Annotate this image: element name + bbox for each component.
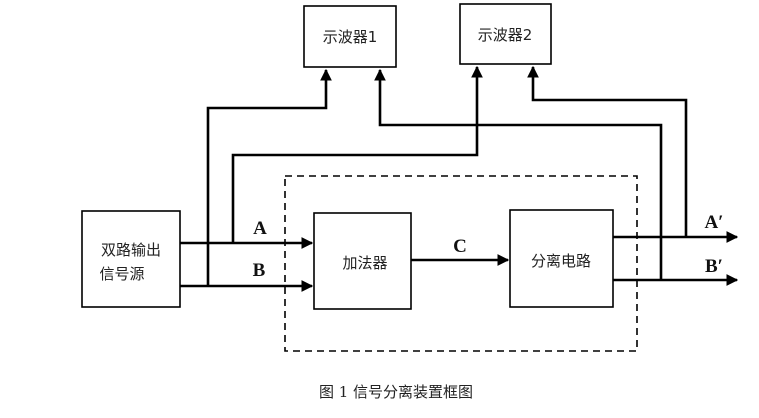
a-to-scope2-wire bbox=[231, 65, 483, 243]
oscilloscope-2-label: 示波器2 bbox=[478, 26, 533, 44]
oscilloscope-2-block bbox=[459, 3, 552, 65]
oscilloscope-1-label: 示波器1 bbox=[323, 28, 378, 46]
separator-label: 分离电路 bbox=[531, 252, 591, 270]
a-prime-to-scope2-wire bbox=[527, 65, 688, 237]
signal-a-prime-label: A′ bbox=[704, 212, 723, 233]
signal-source-label-line1: 双路输出 bbox=[101, 241, 161, 259]
signal-source-label-line2: 信号源 bbox=[99, 265, 144, 283]
figure-caption: 图 1 信号分离装置框图 bbox=[319, 383, 473, 401]
signal-b-label: B bbox=[253, 260, 266, 281]
signal-source-block bbox=[81, 210, 181, 308]
adder-block bbox=[313, 212, 412, 310]
b-to-scope1-wire bbox=[206, 68, 332, 286]
signal-c-label: C bbox=[453, 236, 467, 257]
adder-label: 加法器 bbox=[342, 254, 387, 272]
signal-a-label: A bbox=[253, 218, 267, 239]
signal-b-prime-label: B′ bbox=[705, 256, 723, 277]
dashed-enclosure bbox=[284, 175, 638, 352]
b-prime-to-scope1-wire bbox=[374, 68, 663, 280]
oscilloscope-1-block bbox=[303, 5, 397, 68]
separator-block bbox=[509, 209, 614, 308]
